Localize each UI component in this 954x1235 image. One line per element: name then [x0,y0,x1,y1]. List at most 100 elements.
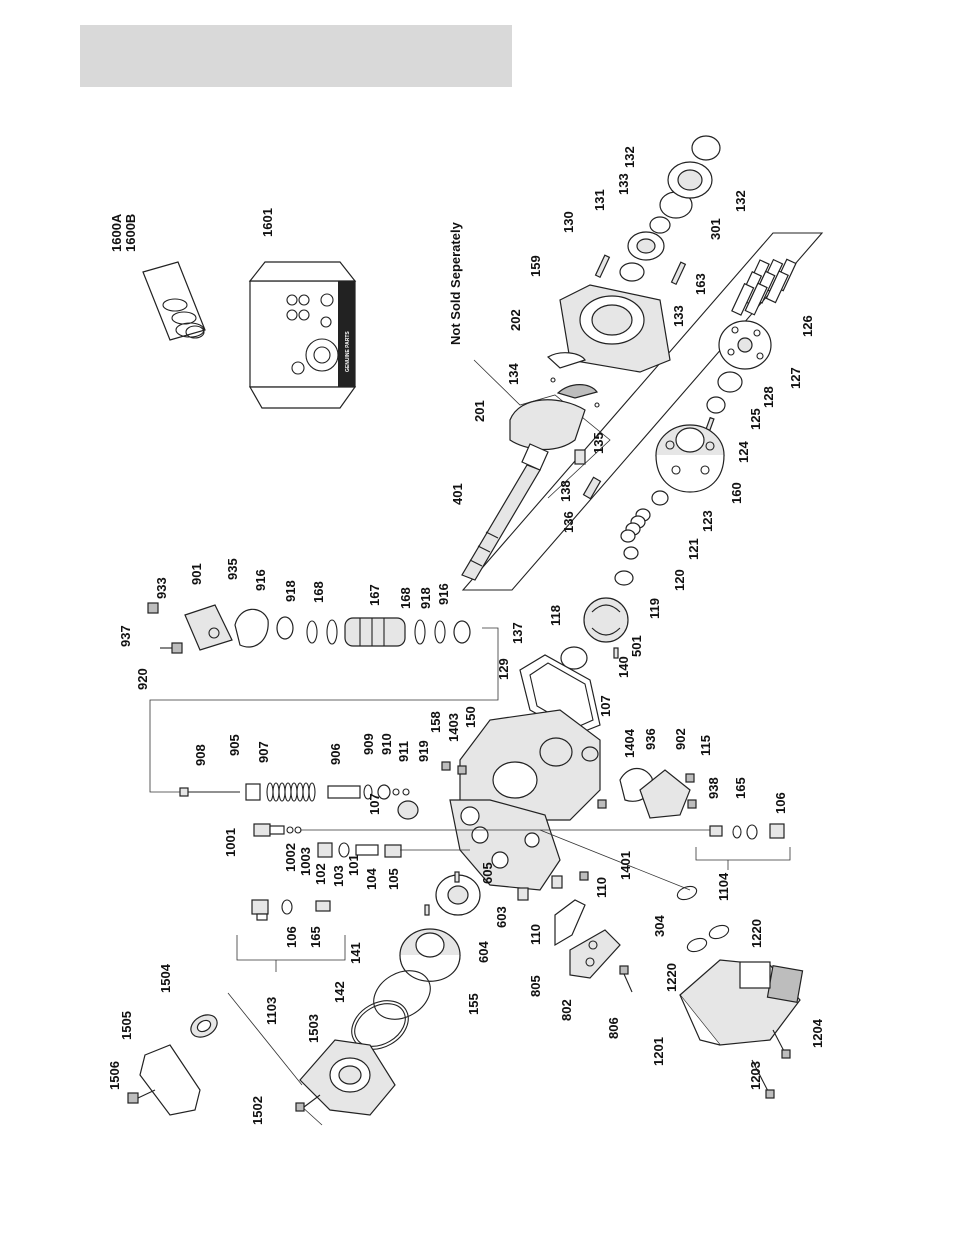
callout-907: 907 [256,741,271,763]
relief-valve-1001 [253,823,302,837]
callout-168a: 168 [311,581,326,603]
callout-202: 202 [508,309,523,331]
callout-806: 806 [606,1017,621,1039]
callout-136: 136 [561,511,576,533]
bolt-1204 [772,1029,791,1059]
callout-201: 201 [472,400,487,422]
seal-kit-bag [142,261,206,341]
box-logo-text: GENUINE PARTS [345,331,351,372]
callout-102: 102 [313,863,328,885]
callout-115: 115 [698,735,713,756]
not-sold-note: Not Sold Seperately [448,221,463,345]
callout-1001: 1001 [223,828,238,857]
callout-133a: 133 [616,173,631,195]
callout-935: 935 [225,558,240,580]
o-ring-1220b [686,937,708,953]
callout-936: 936 [643,728,658,750]
cover-901 [147,602,233,654]
callout-135: 135 [591,432,606,454]
callout-901: 901 [189,563,204,585]
callout-604: 604 [476,941,491,963]
callout-501: 501 [629,635,644,657]
callout-1504: 1504 [158,963,173,993]
callout-107b: 107 [367,793,382,815]
main-housing-150 [459,709,601,821]
callout-919: 919 [416,740,431,762]
genuine-parts-kit-box: GENUINE PARTS [248,261,357,409]
callout-165b: 165 [733,777,748,799]
swashplate-201 [509,352,602,500]
cover-902 [619,767,697,819]
callout-304: 304 [652,915,667,937]
callout-107a: 107 [598,695,613,717]
callout-119: 119 [647,598,662,619]
callout-906: 906 [328,743,343,765]
callout-1220a: 1220 [749,919,764,948]
callout-120: 120 [672,569,687,591]
pistons-126 [731,258,797,316]
callout-133b: 133 [671,305,686,327]
callout-920: 920 [135,668,150,690]
callout-1104: 1104 [716,872,731,901]
motor-group-outline [461,232,824,591]
callout-938: 938 [706,777,721,799]
callout-902: 902 [673,728,688,750]
callout-301: 301 [708,218,723,240]
callout-1103: 1103 [264,997,279,1025]
callout-106a: 106 [284,926,299,948]
callout-110a: 110 [594,877,609,898]
callout-805: 805 [528,975,543,997]
callout-106b: 106 [773,792,788,814]
callout-1600b: 1600B [123,214,138,252]
callout-159: 159 [528,255,543,277]
callout-918a: 918 [283,580,298,602]
plug-107 [397,746,599,820]
callout-141: 141 [348,942,363,964]
output-shaft-401 [461,443,549,581]
plate-802 [569,929,621,979]
callout-158: 158 [428,711,443,733]
cylinder-block-160 [655,424,725,493]
callout-142: 142 [332,981,347,1003]
callout-1505: 1505 [119,1011,134,1040]
callout-155: 155 [466,993,481,1015]
callout-163: 163 [693,273,708,295]
callout-1502: 1502 [250,1096,265,1125]
callout-140: 140 [616,656,631,678]
callout-933: 933 [154,577,169,599]
callout-1404: 1404 [622,728,637,758]
gasket-935 [234,608,269,648]
callout-125: 125 [748,408,763,430]
callout-603: 603 [494,906,509,928]
callout-916a: 916 [253,569,268,591]
callout-137: 137 [510,622,525,644]
callout-132a: 132 [622,146,637,168]
plug-group-1103 [251,899,331,921]
bolt-1203 [751,1059,775,1099]
callout-105: 105 [386,868,401,890]
callout-121: 121 [686,538,701,560]
callout-160: 160 [729,482,744,504]
callout-401: 401 [450,483,465,505]
shaft-bearing-stack [594,135,721,286]
callout-802: 802 [559,999,574,1021]
bolt-1506 [127,1089,156,1104]
callout-1600a: 1600A [109,213,124,252]
callout-167: 167 [367,584,382,606]
callout-1503: 1503 [306,1014,321,1043]
callout-104: 104 [364,868,379,890]
pump-cover-155 [399,928,461,982]
o-ring-1220a [708,924,730,940]
motor-cover-159 [559,284,671,373]
callout-130: 130 [561,211,576,233]
callout-918b: 918 [418,587,433,609]
shaft-seal-1504 [190,1014,218,1038]
callout-118: 118 [548,605,563,626]
bearing-cap-1503 [299,1039,396,1116]
callout-1403: 1403 [446,713,461,742]
callout-134: 134 [506,363,521,385]
callout-168b: 168 [398,587,413,609]
spring-washer-stack [614,490,669,586]
